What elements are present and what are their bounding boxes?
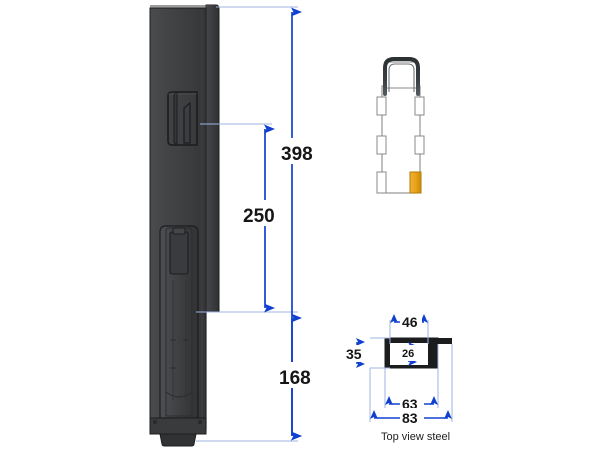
dim-label-83: 83 [402, 410, 418, 426]
latch-window-cap [172, 227, 186, 235]
top-view-tab-left-mid [376, 135, 387, 155]
top-view-tab-left-bottom [376, 171, 387, 194]
top-view-handle [383, 57, 420, 96]
section-view-caption: Top view steel [381, 431, 450, 443]
dim-label-bg-250 [240, 200, 284, 226]
section-right-flange [438, 338, 452, 344]
top-view-tab-right-mid [414, 135, 425, 155]
side-view-group [149, 4, 220, 447]
top-view-handle-inner [388, 63, 415, 92]
bracket-wedge [183, 101, 191, 144]
bracket-detail [167, 91, 198, 146]
base-plate [149, 417, 207, 435]
base-foot-group [149, 417, 207, 447]
dim-label-26: 26 [402, 348, 414, 360]
dim-label-168: 168 [279, 368, 311, 389]
latch-mechanism [159, 225, 199, 419]
bracket-outline [167, 91, 198, 146]
dim-label-bg-83 [400, 408, 424, 426]
side-view-upper-panel [205, 4, 220, 313]
section-view-group: 46 26 35 63 83 Top view steel [345, 312, 453, 443]
dim-label-bg-46 [400, 312, 422, 330]
dim-label-bg-35 [345, 345, 369, 362]
latch-window [169, 231, 189, 275]
top-view-tab-left-top [376, 96, 387, 116]
top-view-group [376, 57, 425, 194]
latch-slot-bottom [165, 391, 193, 398]
dim-label-bg-63 [400, 394, 424, 412]
dim-label-250: 250 [243, 206, 275, 227]
dim-label-46: 46 [402, 314, 418, 330]
dim-label-35: 35 [346, 346, 362, 362]
latch-outer-rail [159, 225, 199, 419]
latch-inner-channel [165, 227, 193, 417]
base-bolt-left [153, 420, 157, 424]
dim-label-398: 398 [281, 144, 313, 165]
bracket-inner-lip [173, 92, 178, 145]
dim-label-bg-168 [276, 362, 320, 388]
base-bolt-right [198, 420, 202, 424]
top-view-orange-accent [409, 171, 422, 194]
section-left-wall [385, 338, 390, 368]
top-view-tab-right-top [414, 96, 425, 116]
dim-label-bg-398 [278, 138, 320, 164]
section-right-wall [428, 338, 438, 368]
dim-label-bg-26 [400, 345, 420, 361]
side-view-dimensions: 398 250 168 [196, 6, 320, 442]
side-view-top-chamfer [150, 5, 216, 8]
foot-pad [159, 433, 197, 447]
